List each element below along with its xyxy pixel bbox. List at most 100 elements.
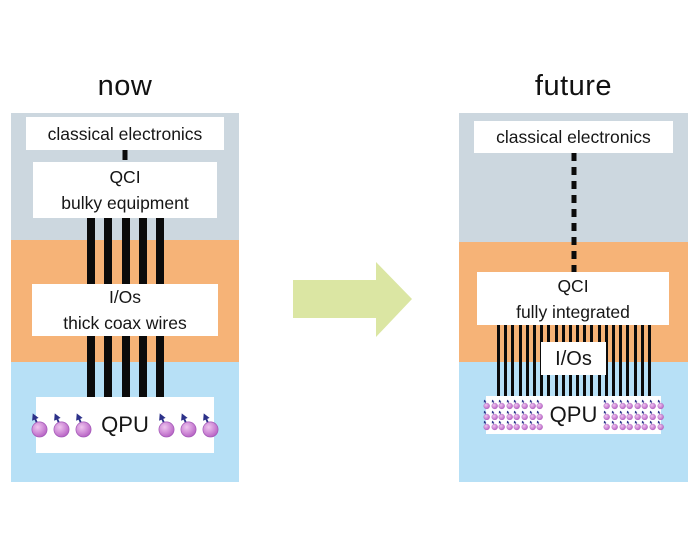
wire — [525, 325, 529, 396]
qubit-icon — [506, 399, 513, 409]
wire — [518, 325, 522, 396]
qubit-icon — [513, 410, 521, 420]
ios-box: I/Os thick coax wires — [32, 284, 218, 336]
ios-label: I/Os — [555, 347, 592, 370]
qubit-icon — [649, 399, 656, 409]
qci-label: QCI — [109, 167, 141, 187]
qubit-icon — [536, 421, 543, 431]
qubit-icon — [75, 412, 92, 437]
wire — [121, 336, 130, 397]
qubit-icon — [603, 410, 611, 420]
qubit-icon — [521, 421, 528, 431]
qubit-icon — [649, 421, 656, 431]
wire — [504, 325, 508, 396]
qubit-icon — [611, 399, 618, 409]
ios-box: I/Os — [541, 342, 606, 375]
qubit-icon — [603, 399, 611, 409]
qubit-icon — [619, 399, 626, 409]
coax-wires-upper — [87, 218, 164, 284]
qubit-icon — [536, 399, 543, 409]
wire — [633, 325, 637, 396]
qubit-icon — [521, 410, 528, 420]
qubit-icon — [634, 421, 641, 431]
qubit-icon — [529, 399, 536, 409]
arrow-head — [376, 262, 412, 337]
connection-dashed-line — [571, 153, 576, 272]
qubit-icon — [657, 410, 664, 420]
wire — [87, 218, 95, 284]
qubit-icon — [626, 421, 634, 431]
qpu-label: QPU — [549, 402, 598, 427]
wire — [604, 325, 608, 396]
qubit-icon — [657, 421, 664, 431]
wire — [121, 218, 130, 284]
qpu-box: QPU — [483, 396, 664, 434]
qubit-icon — [634, 410, 641, 420]
wire — [156, 218, 164, 284]
wire — [87, 336, 95, 397]
qubit-icon — [180, 412, 197, 437]
coax-wires-lower — [87, 336, 164, 397]
wire — [640, 325, 644, 396]
qubit-icon — [641, 421, 649, 431]
qubit-icon — [498, 399, 506, 409]
classical-electronics-box: classical electronics — [474, 121, 673, 153]
classical-electronics-label: classical electronics — [47, 123, 203, 144]
qubit-icon — [491, 410, 498, 420]
ios-label: I/Os — [108, 287, 142, 307]
arrow-shaft — [293, 280, 376, 318]
future-title: future — [534, 70, 613, 102]
qubit-icon — [498, 410, 506, 420]
qubit-icon — [611, 421, 618, 431]
qubit-icon — [53, 412, 70, 437]
qubit-icon — [649, 410, 656, 420]
wire — [647, 325, 651, 396]
qubit-icon — [529, 410, 536, 420]
qubit-icon — [483, 410, 490, 420]
qubit-cluster-left — [483, 399, 544, 431]
qubit-icon — [506, 410, 513, 420]
wire — [138, 336, 147, 397]
qubit-icon — [641, 410, 649, 420]
qubit-icon — [506, 421, 513, 431]
qubit-icon — [529, 421, 536, 431]
qci-box: QCI bulky equipment — [33, 162, 217, 218]
wire — [104, 218, 113, 284]
qubit-icon — [641, 399, 649, 409]
qubit-icon — [626, 410, 634, 420]
qpu-label: QPU — [101, 412, 149, 437]
qubit-icon — [611, 410, 618, 420]
qubit-icon — [483, 421, 490, 431]
transition-arrow — [293, 262, 412, 337]
qubit-icon — [31, 412, 48, 437]
wire — [156, 336, 164, 397]
qubit-cluster-right — [603, 399, 664, 431]
now-panel: classical electronics QCI bulky equipmen… — [11, 113, 239, 482]
classical-electronics-box: classical electronics — [26, 117, 224, 150]
qubit-icon — [513, 399, 521, 409]
qubit-icon — [158, 412, 175, 437]
qubit-icon — [634, 399, 641, 409]
future-panel: classical electronics QCI fully integrat… — [459, 113, 688, 482]
qpu-box: QPU — [31, 397, 219, 453]
qubit-icon — [498, 421, 506, 431]
qci-sublabel: bulky equipment — [61, 193, 189, 213]
wire — [104, 336, 113, 397]
qubit-icon — [483, 399, 490, 409]
qubit-icon — [521, 399, 528, 409]
wire — [626, 325, 630, 396]
qubit-icon — [513, 421, 521, 431]
wire — [497, 325, 500, 396]
qubit-icon — [202, 412, 219, 437]
qubit-icon — [626, 399, 634, 409]
qci-label: QCI — [557, 275, 589, 296]
qubit-icon — [603, 421, 611, 431]
wire — [612, 325, 615, 396]
wire — [138, 218, 147, 284]
wire — [619, 325, 623, 396]
wire — [532, 325, 536, 396]
qubit-icon — [491, 421, 498, 431]
qubit-cluster-left — [30, 412, 93, 439]
qubit-icon — [491, 399, 498, 409]
